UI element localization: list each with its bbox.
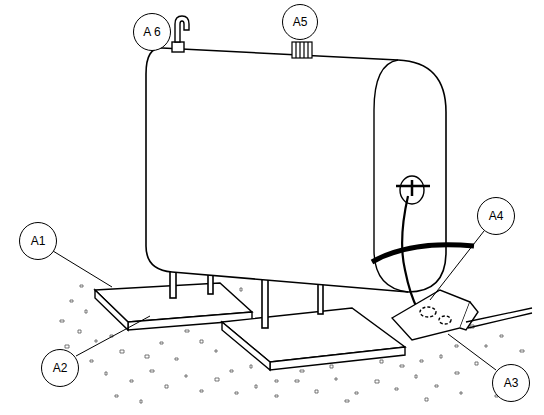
callout-number: A 6 [143, 26, 160, 38]
supply-line [402, 196, 418, 310]
outlet-valve [396, 176, 430, 204]
callout-circle: A3 [492, 364, 530, 402]
protective-strap [372, 245, 474, 262]
callout-circle: A2 [41, 349, 79, 387]
callout-circle: A 6 [133, 13, 171, 51]
concrete-pad [95, 283, 405, 370]
outlet-pipe [466, 308, 532, 328]
fill-gauge [292, 42, 312, 58]
callout-number: A2 [53, 362, 68, 374]
callout-number: A4 [489, 210, 504, 222]
callout-number: A3 [504, 377, 519, 389]
tank-body [146, 48, 446, 292]
leader-line [53, 231, 496, 370]
callout-circle: A4 [477, 197, 515, 235]
callout-number: A5 [293, 16, 308, 28]
callout-number: A1 [31, 235, 46, 247]
callout-circle: A1 [19, 222, 57, 260]
callout-circle: A5 [282, 4, 318, 40]
vent-pipe [172, 16, 189, 52]
filter-housing [392, 290, 478, 340]
